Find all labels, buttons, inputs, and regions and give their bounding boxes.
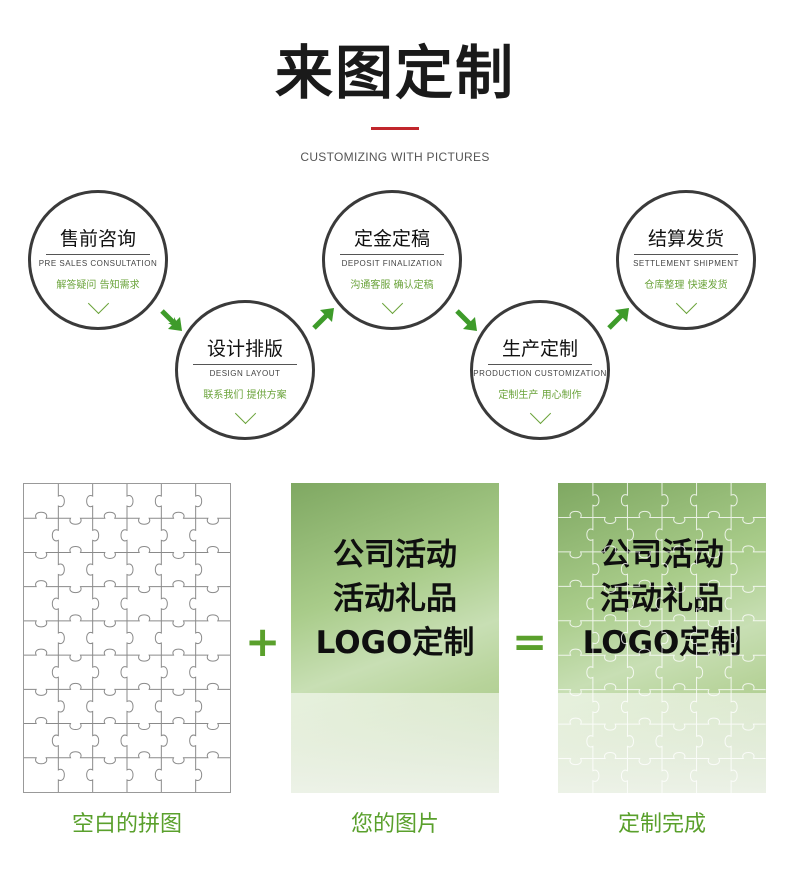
photo-shine — [291, 693, 499, 793]
step-shipment: 结算发货 SETTLEMENT SHIPMENT 仓库整理 快速发货 — [616, 190, 756, 330]
divider — [634, 254, 738, 255]
arrow-up-right-icon — [312, 308, 334, 330]
finished-puzzle-panel: 公司活动 活动礼品 LOGO定制 — [558, 483, 766, 793]
step-english: SETTLEMENT SHIPMENT — [633, 259, 739, 268]
photo-line: 公司活动 — [333, 537, 457, 573]
step-title: 结算发货 — [647, 228, 724, 250]
chevron-down-icon — [675, 292, 697, 315]
step-title: 定金定稿 — [353, 228, 430, 250]
step-deposit: 定金定稿 DEPOSIT FINALIZATION 沟通客服 确认定稿 — [322, 190, 462, 330]
step-english: PRE SALES CONSULTATION — [38, 259, 158, 268]
step-english: PRODUCTION CUSTOMIZATION — [473, 369, 607, 378]
page-subtitle: CUSTOMIZING WITH PICTURES — [300, 150, 490, 164]
divider — [340, 254, 444, 255]
puzzle-grid-overlay — [558, 483, 766, 793]
step-title: 设计排版 — [206, 338, 283, 360]
photo-panel: 公司活动 活动礼品 LOGO定制 — [291, 483, 499, 793]
step-english: DEPOSIT FINALIZATION — [341, 259, 443, 268]
step-desc: 解答疑问 告知需求 — [56, 280, 140, 291]
title-underline — [371, 127, 419, 130]
arrow-down-right-icon — [160, 309, 182, 331]
step-pre-sales: 售前咨询 PRE SALES CONSULTATION 解答疑问 告知需求 — [28, 190, 168, 330]
divider — [488, 364, 592, 365]
step-title: 售前咨询 — [59, 228, 136, 250]
chevron-down-icon — [381, 292, 403, 315]
step-desc: 沟通客服 确认定稿 — [350, 280, 434, 291]
divider — [193, 364, 297, 365]
photo-shine — [558, 693, 766, 793]
plus-sign: + — [245, 617, 281, 666]
caption-blank: 空白的拼图 — [71, 812, 182, 837]
page-title: 来图定制 — [274, 39, 515, 107]
equals-sign: = — [512, 617, 548, 666]
step-desc: 联系我们 提供方案 — [203, 390, 287, 401]
arrow-up-right-icon — [607, 308, 629, 330]
photo-line: LOGO定制 — [315, 625, 475, 661]
puzzle-grid — [24, 484, 230, 792]
step-desc: 定制生产 用心制作 — [498, 390, 582, 401]
caption-photo: 您的图片 — [350, 812, 439, 837]
caption-done: 定制完成 — [617, 812, 706, 837]
chevron-down-icon — [529, 402, 551, 425]
puzzle-cut-lines — [558, 483, 766, 793]
chevron-down-icon — [234, 402, 256, 425]
arrow-down-right-icon — [455, 309, 477, 331]
divider — [46, 254, 150, 255]
puzzle-cut-lines — [24, 484, 230, 792]
chevron-down-icon — [87, 292, 109, 315]
step-title: 生产定制 — [501, 338, 578, 360]
step-design: 设计排版 DESIGN LAYOUT 联系我们 提供方案 — [175, 300, 315, 440]
step-english: DESIGN LAYOUT — [209, 369, 281, 378]
photo-line: 活动礼品 — [333, 581, 457, 617]
photo-text: 公司活动 活动礼品 LOGO定制 — [291, 533, 499, 665]
step-desc: 仓库整理 快速发货 — [644, 280, 728, 291]
step-production: 生产定制 PRODUCTION CUSTOMIZATION 定制生产 用心制作 — [470, 300, 610, 440]
blank-puzzle-panel — [23, 483, 231, 793]
